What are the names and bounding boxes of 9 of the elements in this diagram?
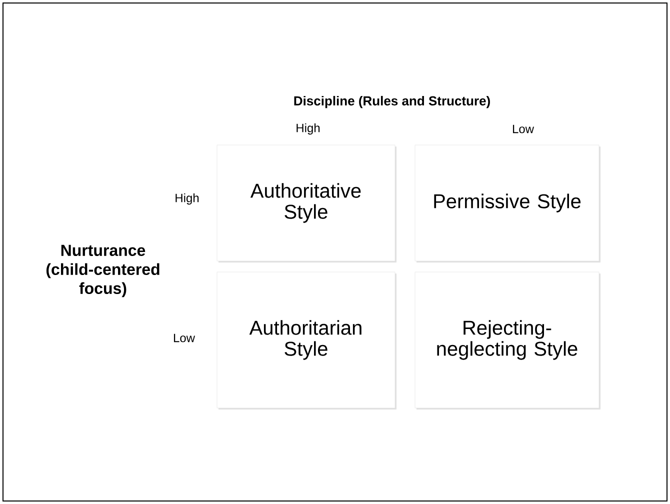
style-box: Rejecting-neglecting Style (414, 272, 600, 410)
row-label: Low (174, 334, 196, 342)
heading: Discipline (Rules and Structure) (294, 96, 490, 108)
style-box: Authoritarian Style (216, 272, 396, 410)
style-box: Permissive Style (414, 144, 600, 262)
column-label: Low (512, 124, 534, 134)
row-label: High (176, 193, 199, 205)
style-box: Authoritative Style (216, 144, 396, 262)
axis-title: Nurturance (child-centered focus) (46, 244, 160, 298)
